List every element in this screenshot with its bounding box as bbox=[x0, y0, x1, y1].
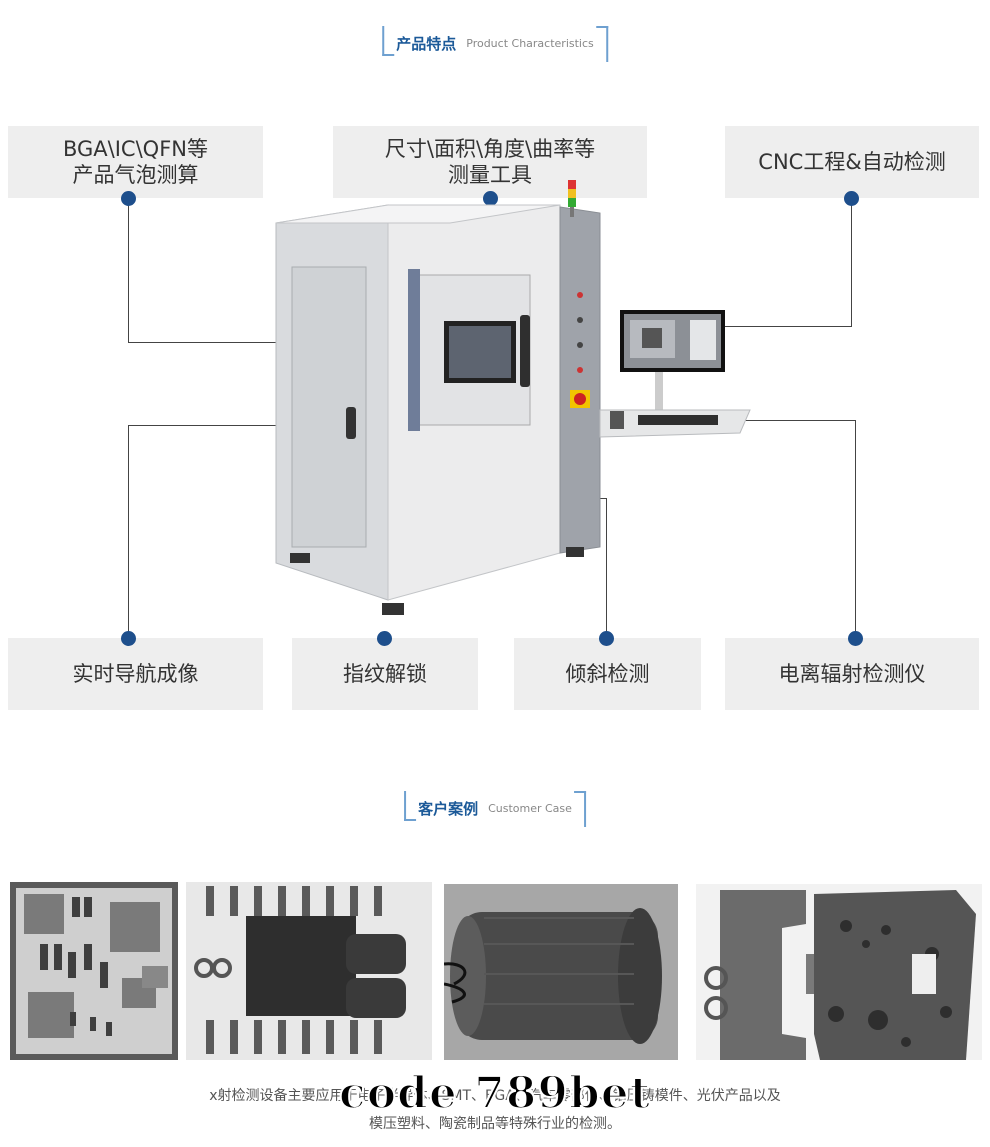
customer-title-cn: 客户案例 bbox=[418, 799, 479, 818]
feature-dot bbox=[483, 191, 498, 206]
characteristics-section-title: 产品特点 Product Characteristics bbox=[382, 26, 608, 62]
feature-dot bbox=[121, 191, 136, 206]
feature-measure-box: 尺寸\面积\角度\曲率等 测量工具 bbox=[333, 126, 647, 198]
customer-description-line2: 模压塑料、陶瓷制品等特殊行业的检测。 bbox=[369, 1116, 621, 1132]
feature-fingerprint-label: 指纹解锁 bbox=[343, 662, 427, 686]
customer-description-line1: x射检测设备主要应用于电子半导体、SMT、BGA、汽车零部件、铝压铸模件、光伏产… bbox=[209, 1088, 781, 1104]
feature-dot bbox=[377, 631, 392, 646]
characteristics-title-en: Product Characteristics bbox=[466, 36, 594, 50]
feature-tilt-label: 倾斜检测 bbox=[565, 662, 650, 686]
connector-line bbox=[598, 498, 607, 499]
connector-line bbox=[128, 342, 278, 343]
feature-radiation-box: 电离辐射检测仪 bbox=[725, 638, 979, 710]
watermark-text: code 789bet bbox=[338, 1067, 652, 1120]
feature-dot bbox=[599, 631, 614, 646]
case-image-smt-component bbox=[186, 882, 432, 1060]
feature-realtime-label: 实时导航成像 bbox=[72, 662, 199, 686]
feature-cnc-box: CNC工程&自动检测 bbox=[725, 126, 979, 198]
feature-realtime-box: 实时导航成像 bbox=[8, 638, 263, 710]
feature-dot bbox=[848, 631, 863, 646]
xray-machine-illustration bbox=[275, 180, 751, 615]
case-image-bga-chip bbox=[10, 882, 178, 1060]
feature-bga-label: BGA\IC\QFN等 产品气泡测算 bbox=[62, 137, 208, 187]
feature-cnc-label: CNC工程&自动检测 bbox=[758, 150, 946, 174]
connector-line bbox=[705, 420, 856, 421]
feature-dot bbox=[844, 191, 859, 206]
feature-dot bbox=[121, 631, 136, 646]
connector-line bbox=[128, 425, 129, 638]
feature-tilt-box: 倾斜检测 bbox=[514, 638, 701, 710]
connector-line bbox=[606, 498, 607, 638]
feature-radiation-label: 电离辐射检测仪 bbox=[778, 662, 926, 686]
feature-measure-label: 尺寸\面积\角度\曲率等 测量工具 bbox=[384, 137, 596, 187]
characteristics-title-cn: 产品特点 bbox=[396, 34, 457, 53]
connector-line bbox=[851, 198, 852, 326]
customer-title-en: Customer Case bbox=[488, 801, 572, 815]
connector-line bbox=[128, 198, 129, 343]
case-image-die-casting bbox=[696, 884, 982, 1060]
customer-section-title: 客户案例 Customer Case bbox=[404, 791, 586, 827]
connector-line bbox=[725, 326, 852, 327]
connector-line bbox=[128, 425, 278, 426]
case-image-capacitor bbox=[444, 884, 678, 1060]
feature-fingerprint-box: 指纹解锁 bbox=[292, 638, 478, 710]
feature-bga-box: BGA\IC\QFN等 产品气泡测算 bbox=[8, 126, 263, 198]
connector-line bbox=[855, 420, 856, 638]
